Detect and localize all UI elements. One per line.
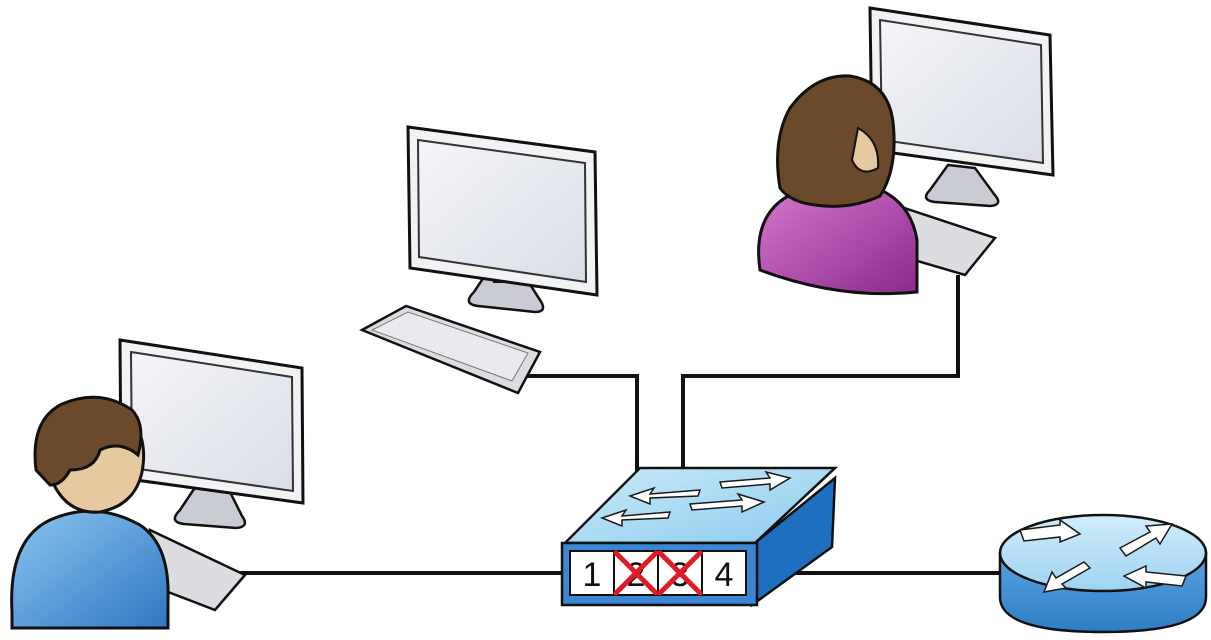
switch-port-1-label: 1 [583, 556, 602, 594]
man-user [10, 395, 170, 630]
monitor [406, 125, 599, 314]
cable-port3-to-woman-workstation [681, 275, 960, 545]
router [998, 513, 1208, 634]
man-workstation [10, 338, 305, 630]
switch-arrows [599, 470, 792, 528]
blocked-port-marks [613, 550, 703, 596]
center-workstation [359, 125, 599, 395]
man-hair [33, 395, 143, 487]
woman-workstation [757, 6, 1055, 296]
switch: 1 2 3 4 [560, 466, 839, 608]
router-arrows-icon [1018, 518, 1188, 593]
monitor [118, 338, 305, 530]
port-2-blocked-x-icon [613, 550, 659, 596]
woman-face [850, 126, 880, 173]
switch-port-1 [569, 550, 615, 596]
keyboard [359, 304, 542, 395]
switch-port-4 [701, 550, 747, 596]
woman-user [757, 74, 919, 296]
monitor [868, 6, 1055, 208]
man-body [10, 509, 170, 630]
woman-hair [776, 74, 896, 208]
switch-port-panel: 1 2 3 4 [569, 550, 747, 596]
port-3-blocked-x-icon [657, 550, 703, 596]
switch-port-4-label: 4 [715, 556, 734, 594]
